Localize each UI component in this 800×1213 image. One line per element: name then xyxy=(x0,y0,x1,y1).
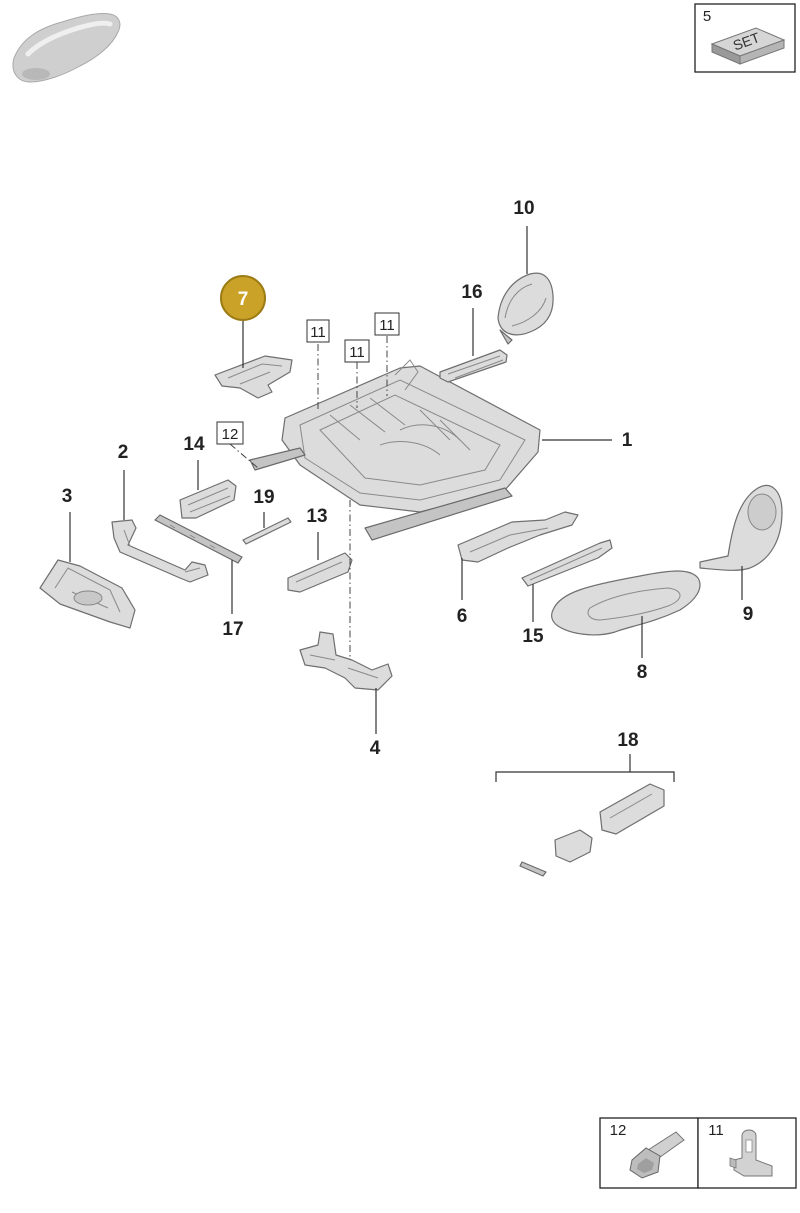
part-1-seat-frame[interactable] xyxy=(249,359,541,541)
boxed-ref-11-c[interactable]: 11 xyxy=(374,312,400,336)
part-2-bracket[interactable] xyxy=(111,519,209,583)
callout-17[interactable]: 17 xyxy=(222,619,243,640)
part-3-housing[interactable] xyxy=(39,559,136,629)
callout-14[interactable]: 14 xyxy=(183,434,205,455)
boxed-ref-11-a[interactable]: 11 xyxy=(306,319,330,343)
callout-15[interactable]: 15 xyxy=(522,626,544,647)
callout-6[interactable]: 6 xyxy=(457,606,468,627)
part-9-side-cover[interactable] xyxy=(699,484,783,571)
part-14-trim[interactable] xyxy=(179,479,237,519)
part-18-switch-set[interactable] xyxy=(519,783,665,877)
callout-7-highlighted[interactable]: 7 xyxy=(220,275,266,321)
callout-8[interactable]: 8 xyxy=(637,662,648,683)
part-10-cover[interactable] xyxy=(497,272,554,345)
part-13-cover[interactable] xyxy=(287,552,353,593)
part-19-pin[interactable] xyxy=(242,517,292,545)
boxed-ref-12-label: 12 xyxy=(222,426,239,443)
callout-19[interactable]: 19 xyxy=(253,487,274,508)
callout-7-label: 7 xyxy=(238,289,249,310)
callout-16[interactable]: 16 xyxy=(461,282,482,303)
part-16-rail[interactable] xyxy=(439,349,508,383)
callout-3[interactable]: 3 xyxy=(62,486,73,507)
legend-panel: 12 11 xyxy=(599,1117,797,1189)
callout-4[interactable]: 4 xyxy=(370,738,381,759)
boxed-ref-12[interactable]: 12 xyxy=(216,421,244,445)
part-8-side-trim[interactable] xyxy=(551,570,701,636)
boxed-ref-11-b[interactable]: 11 xyxy=(344,339,370,363)
set-box-number: 5 xyxy=(703,8,711,25)
callout-numbers: 10 16 1 14 2 3 19 13 17 6 15 9 8 4 18 xyxy=(62,198,754,759)
callout-2[interactable]: 2 xyxy=(118,442,129,463)
legend-number-11: 11 xyxy=(708,1122,724,1139)
car-silhouette-icon xyxy=(12,13,121,83)
legend-number-12: 12 xyxy=(610,1122,627,1139)
callout-1[interactable]: 1 xyxy=(622,430,633,451)
legend-item-12[interactable]: 12 xyxy=(610,1122,685,1179)
part-15-rail[interactable] xyxy=(521,539,613,587)
boxed-ref-11-b-label: 11 xyxy=(349,344,365,361)
bolt-icon xyxy=(629,1131,685,1179)
set-box[interactable]: 5 SET xyxy=(694,3,796,73)
part-6-bracket[interactable] xyxy=(457,511,579,563)
part-17-strip[interactable] xyxy=(154,514,243,564)
callout-13[interactable]: 13 xyxy=(306,506,327,527)
part-4-bracket[interactable] xyxy=(299,631,393,691)
boxed-ref-11-a-label: 11 xyxy=(310,324,326,341)
set-box-icon: SET xyxy=(710,27,786,65)
clip-icon xyxy=(729,1129,773,1177)
legend-item-11[interactable]: 11 xyxy=(708,1122,773,1177)
callout-18[interactable]: 18 xyxy=(617,730,638,751)
leader-lines xyxy=(69,226,743,782)
part-7-bracket[interactable] xyxy=(214,355,293,399)
callout-9[interactable]: 9 xyxy=(743,604,754,625)
boxed-ref-11-c-label: 11 xyxy=(379,317,395,334)
reference-lines xyxy=(229,336,388,660)
callout-10[interactable]: 10 xyxy=(513,198,534,219)
